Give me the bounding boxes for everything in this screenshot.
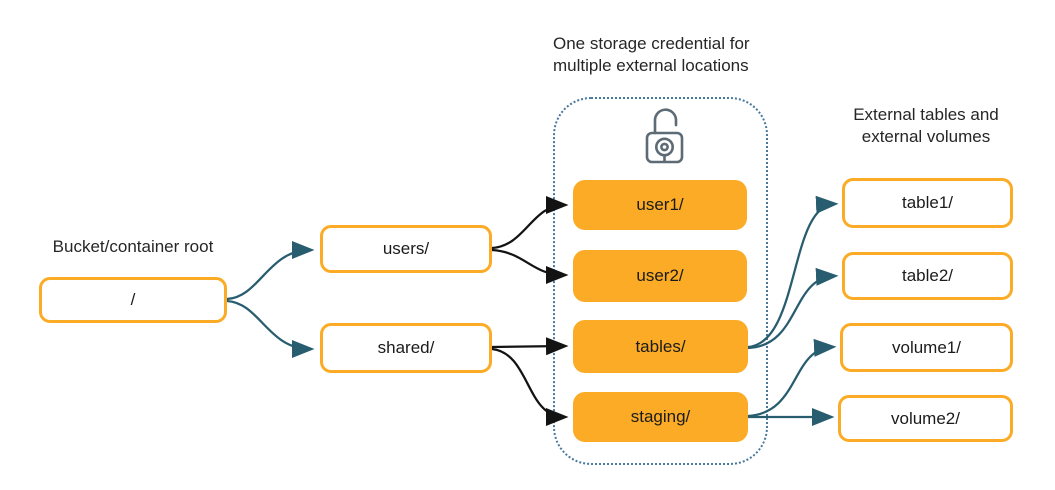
arrow-users-to-user1 — [491, 196, 569, 250]
arrow-staging-to-volume1 — [747, 338, 837, 418]
node-volume1: volume1/ — [840, 323, 1013, 372]
arrow-root-to-shared — [226, 299, 315, 358]
node-users: users/ — [320, 225, 492, 273]
external-tables-volumes-caption: External tables and external volumes — [853, 105, 999, 146]
node-table2: table2/ — [842, 252, 1013, 300]
bucket-root-caption: Bucket/container root — [52, 237, 214, 256]
node-table1: table1/ — [842, 178, 1013, 228]
arrow-tables-to-table2 — [747, 267, 839, 350]
node-staging: staging/ — [573, 392, 748, 442]
storage-credential-caption: One storage credential for multiple exte… — [553, 34, 750, 75]
arrow-tables-to-table1 — [747, 195, 839, 349]
arrow-shared-to-staging — [491, 347, 569, 426]
open-padlock-icon — [645, 108, 684, 164]
node-volume2: volume2/ — [838, 395, 1013, 442]
arrow-root-to-users — [226, 241, 315, 301]
node-user1: user1/ — [573, 180, 747, 230]
arrow-shared-to-tables — [491, 337, 569, 356]
node-tables: tables/ — [573, 320, 748, 373]
node-user2: user2/ — [573, 250, 747, 302]
node-shared: shared/ — [320, 323, 492, 373]
node-bucket-root: / — [39, 277, 227, 323]
arrow-users-to-user2 — [491, 248, 569, 284]
